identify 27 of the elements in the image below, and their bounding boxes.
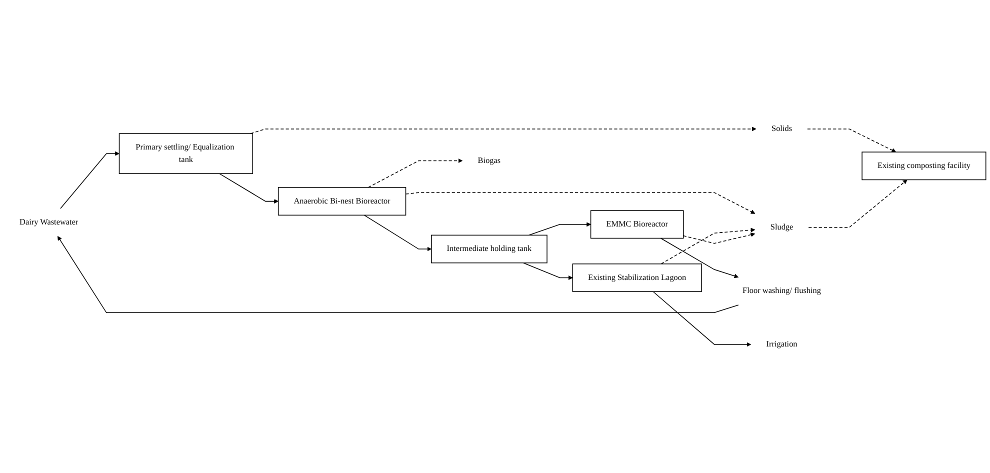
arrow: [660, 238, 739, 278]
arrow: [683, 232, 756, 244]
node-box: Existing Stabilization Lagoon: [572, 263, 702, 292]
arrow: [364, 214, 432, 252]
node-text: Irrigation: [766, 340, 798, 348]
node-text: Sludge: [770, 222, 794, 232]
arrow: [652, 291, 752, 346]
node-box: Primary settling/ Equalization tank: [118, 132, 254, 174]
arrow: [528, 222, 591, 236]
node-box: Intermediate holding tank: [431, 234, 548, 264]
arrow: [660, 228, 756, 264]
node-box: EMMC Bioreactor: [590, 210, 684, 238]
arrow: [405, 192, 756, 214]
arrow: [60, 151, 120, 209]
arrow: [522, 262, 573, 280]
arrow: [368, 158, 463, 188]
node-text: Dairy Wastewater: [20, 218, 78, 226]
node-text: Solids: [772, 124, 792, 133]
arrow: [58, 236, 739, 313]
arrow: [218, 173, 279, 204]
node-box: Existing composting facility: [862, 151, 986, 180]
node-text: Biogas: [478, 156, 501, 165]
node-text: Floor washing/ flushing: [742, 286, 822, 295]
arrow: [807, 128, 896, 152]
node-box: Anaerobic Bi-nest Bioreactor: [278, 186, 406, 216]
arrow: [250, 126, 756, 134]
arrow: [808, 179, 908, 228]
